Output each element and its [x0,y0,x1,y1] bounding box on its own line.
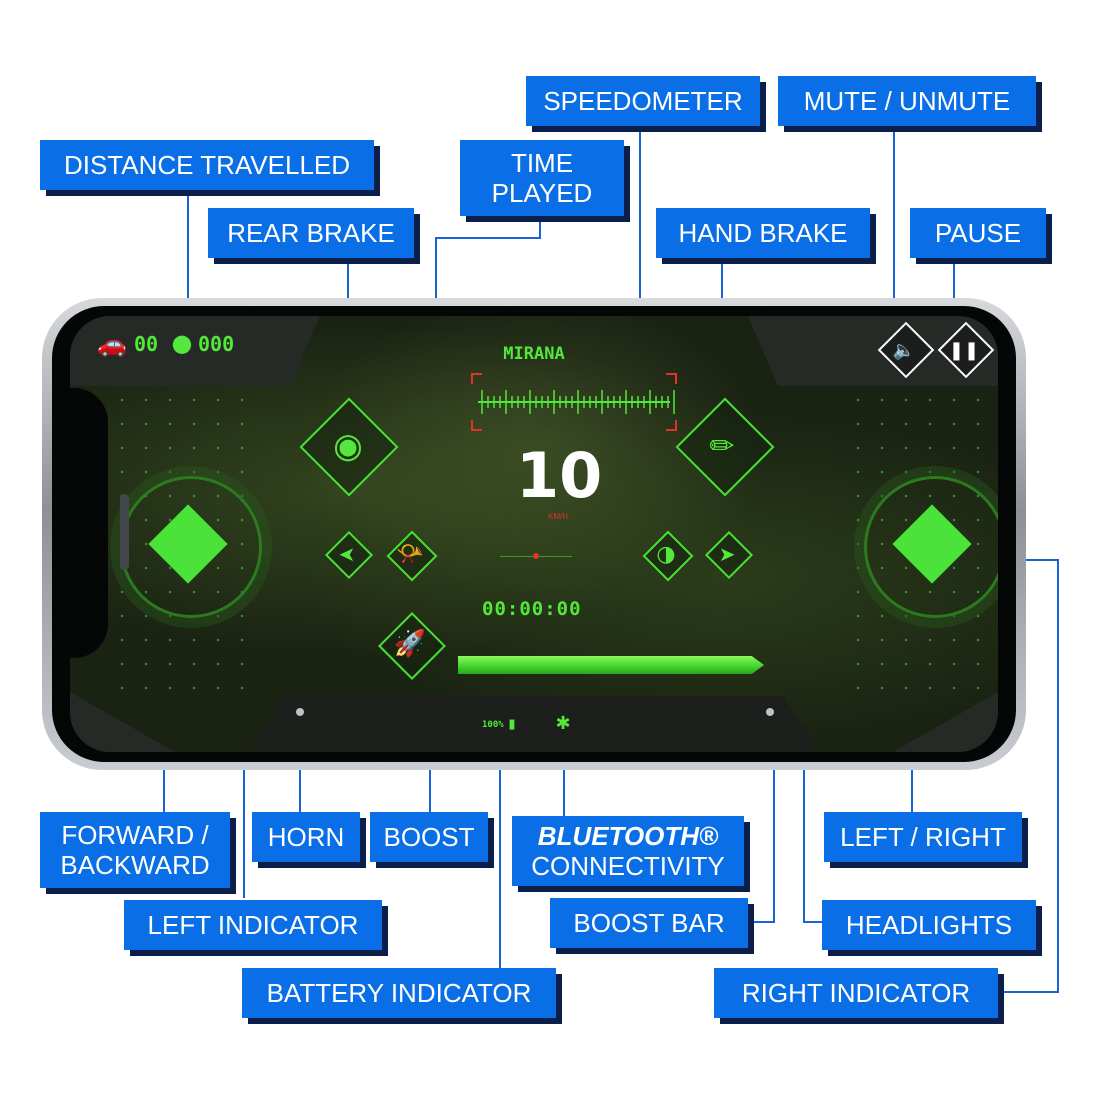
callout-boost-bar: BOOST BAR [550,898,748,948]
speed-unit: KM/H [548,512,568,521]
callout-boost-bar-text: BOOST BAR [573,908,725,938]
callout-mute-unmute-text: MUTE / UNMUTE [803,86,1011,116]
callout-left-right-text: LEFT / RIGHT [840,822,1006,852]
bottom-right-panel [893,692,998,752]
callout-distance-text: DISTANCE TRAVELLED [63,150,351,180]
timer-value: 00:00:00 [482,598,582,620]
car-signal-icon: 🚗 [97,330,127,358]
callout-pause-text: PAUSE [934,218,1022,248]
screw-left [296,708,304,716]
callout-boost: BOOST [370,812,488,862]
horn-icon: 📯 [396,541,424,567]
callout-time-line1: TIME [510,148,574,178]
laps-value: 00 [134,332,159,356]
callout-bluetooth: BLUETOOTH®CONNECTIVITY [512,816,744,886]
callout-left-right: LEFT / RIGHT [824,812,1022,862]
callout-horn: HORN [252,812,360,862]
callout-headlights: HEADLIGHTS [822,900,1036,950]
boost-bar [458,656,764,674]
callout-time-line2: PLAYED [491,178,593,208]
callout-right-indicator-text: RIGHT INDICATOR [741,978,971,1008]
callout-boost-text: BOOST [383,822,475,852]
phone-frame: 🚗 00 ● 000 🔈 ❚❚ MIRANA 10 KM/H 00:00:00 [42,298,1026,770]
hand-brake-lever-icon: ✏ [709,428,735,464]
phone-notch [52,388,108,658]
bottom-left-panel [70,692,175,752]
speed-ruler [471,373,677,431]
callout-horn-text: HORN [267,822,345,852]
callout-hand-brake: HAND BRAKE [656,208,870,258]
callout-battery-indicator: BATTERY INDICATOR [242,968,556,1018]
callout-fb-line2: BACKWARD [60,850,210,880]
callout-rear-brake: REAR BRAKE [208,208,414,258]
callout-distance-travelled: DISTANCE TRAVELLED [40,140,374,190]
callout-hand-brake-text: HAND BRAKE [678,218,848,248]
callout-left-indicator-text: LEFT INDICATOR [147,910,359,940]
callout-speedometer: SPEEDOMETER [526,76,760,126]
game-screen: 🚗 00 ● 000 🔈 ❚❚ MIRANA 10 KM/H 00:00:00 [70,316,998,752]
speaker-icon: 🔈 [892,339,916,361]
callout-bt-line1: BLUETOOTH® [537,821,719,851]
pause-icon: ❚❚ [948,339,980,361]
battery-icon: ▮ [508,716,516,732]
left-arrow-icon: ➤ [338,542,356,566]
speed-value: 10 [516,439,603,512]
callout-speedometer-text: SPEEDOMETER [543,86,743,116]
bottom-status-panel [250,696,818,752]
distance-value: 000 [198,332,235,356]
callout-rear-brake-text: REAR BRAKE [227,218,395,248]
crosshair-dot [533,553,539,559]
bluetooth-icon: ✱ [555,712,571,734]
headlight-icon: ◑ [656,541,676,567]
callout-mute-unmute: MUTE / UNMUTE [778,76,1036,126]
callout-fb-line1: FORWARD / [61,820,209,850]
callout-pause: PAUSE [910,208,1046,258]
callout-battery-text: BATTERY INDICATOR [266,978,532,1008]
player-name: MIRANA [503,344,565,364]
rocket-icon: 🚀 [393,629,427,659]
location-pin-icon: ● [171,329,193,357]
right-arrow-icon: ➤ [718,542,736,566]
battery-value: 100% [482,720,504,730]
phone-speaker [120,494,129,570]
callout-forward-backward: FORWARD /BACKWARD [40,812,230,888]
screw-right [766,708,774,716]
callout-left-indicator: LEFT INDICATOR [124,900,382,950]
callout-bt-line2: CONNECTIVITY [531,851,725,881]
top-left-panel [70,316,320,386]
brake-disc-icon: ◉ [333,426,363,466]
callout-headlights-text: HEADLIGHTS [845,910,1013,940]
callout-right-indicator: RIGHT INDICATOR [714,968,998,1018]
